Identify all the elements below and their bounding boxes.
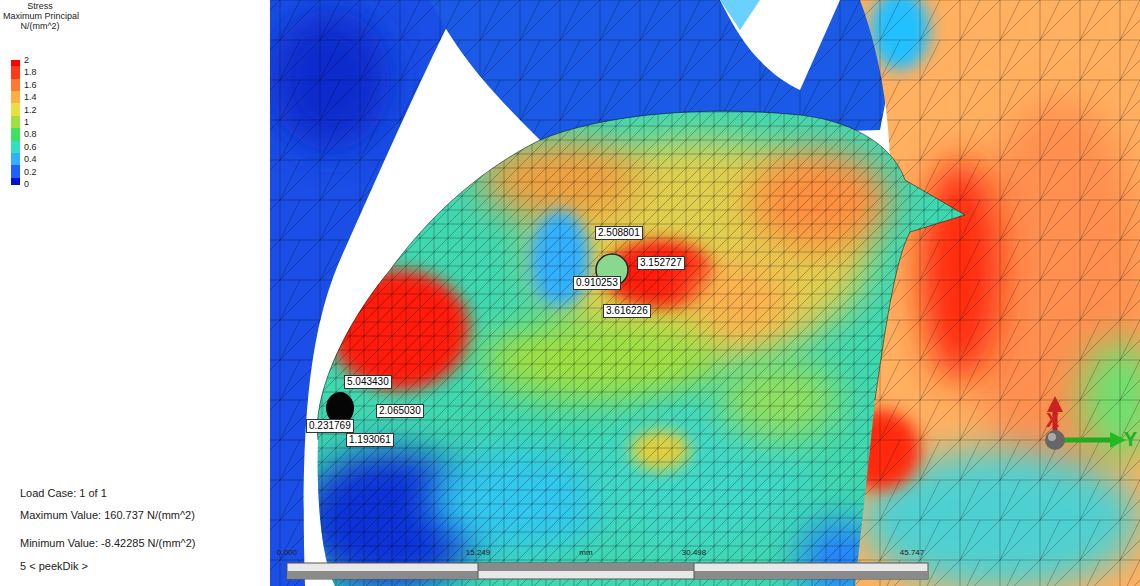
probe-value: 2.508801: [595, 226, 643, 240]
probe-value: 2.065030: [376, 404, 424, 418]
legend-value: 0: [24, 179, 29, 189]
legend-swatch: [11, 91, 20, 103]
legend-swatch: [11, 116, 20, 128]
scale-unit: mm: [579, 549, 592, 558]
legend-swatch: [11, 153, 20, 165]
status-text: Load Case: 1 of 1: [20, 487, 107, 499]
legend-value: 1.6: [24, 80, 37, 90]
legend-swatch: [11, 141, 20, 153]
legend-value: 0.6: [24, 142, 37, 152]
legend-value: 0.4: [24, 154, 37, 164]
legend-swatch: [11, 178, 20, 185]
status-text: 5 < peekDik >: [20, 560, 88, 572]
scale-value: 30.498: [682, 549, 706, 558]
scale-value: 0.000: [277, 549, 297, 558]
legend-swatch: [11, 79, 20, 91]
probe-value: 1.193061: [346, 433, 394, 447]
legend-title: Stress: [27, 2, 53, 12]
legend-value: 1.8: [24, 67, 37, 77]
legend-title: Maximum Principal: [3, 12, 79, 22]
axis-label: X: [1046, 409, 1059, 431]
probe-value: 0.910253: [573, 276, 621, 290]
legend-unit: N/(mm^2): [20, 22, 59, 32]
legend-swatch: [11, 165, 20, 177]
legend-value: 1.2: [24, 105, 37, 115]
legend-swatch: [11, 128, 20, 140]
status-text: Maximum Value: 160.737 N/(mm^2): [20, 509, 195, 521]
probe-value: 0.231769: [306, 419, 354, 433]
scale-value: 15.249: [466, 549, 490, 558]
legend-swatch: [11, 103, 20, 115]
legend-value: 0.2: [24, 167, 37, 177]
legend-swatch: [11, 66, 20, 78]
scale-value: 45.747: [900, 549, 924, 558]
legend-value: 1.4: [24, 92, 37, 102]
legend-value: 2: [24, 55, 29, 65]
probe-value: 3.152727: [637, 256, 685, 270]
probe-value: 3.616226: [603, 304, 651, 318]
probe-value: 5.043430: [344, 375, 392, 389]
legend-value: 0.8: [24, 129, 37, 139]
axis-label: Y: [1124, 428, 1137, 450]
legend-value: 1: [24, 117, 29, 127]
status-text: Minimum Value: -8.42285 N/(mm^2): [20, 537, 196, 549]
